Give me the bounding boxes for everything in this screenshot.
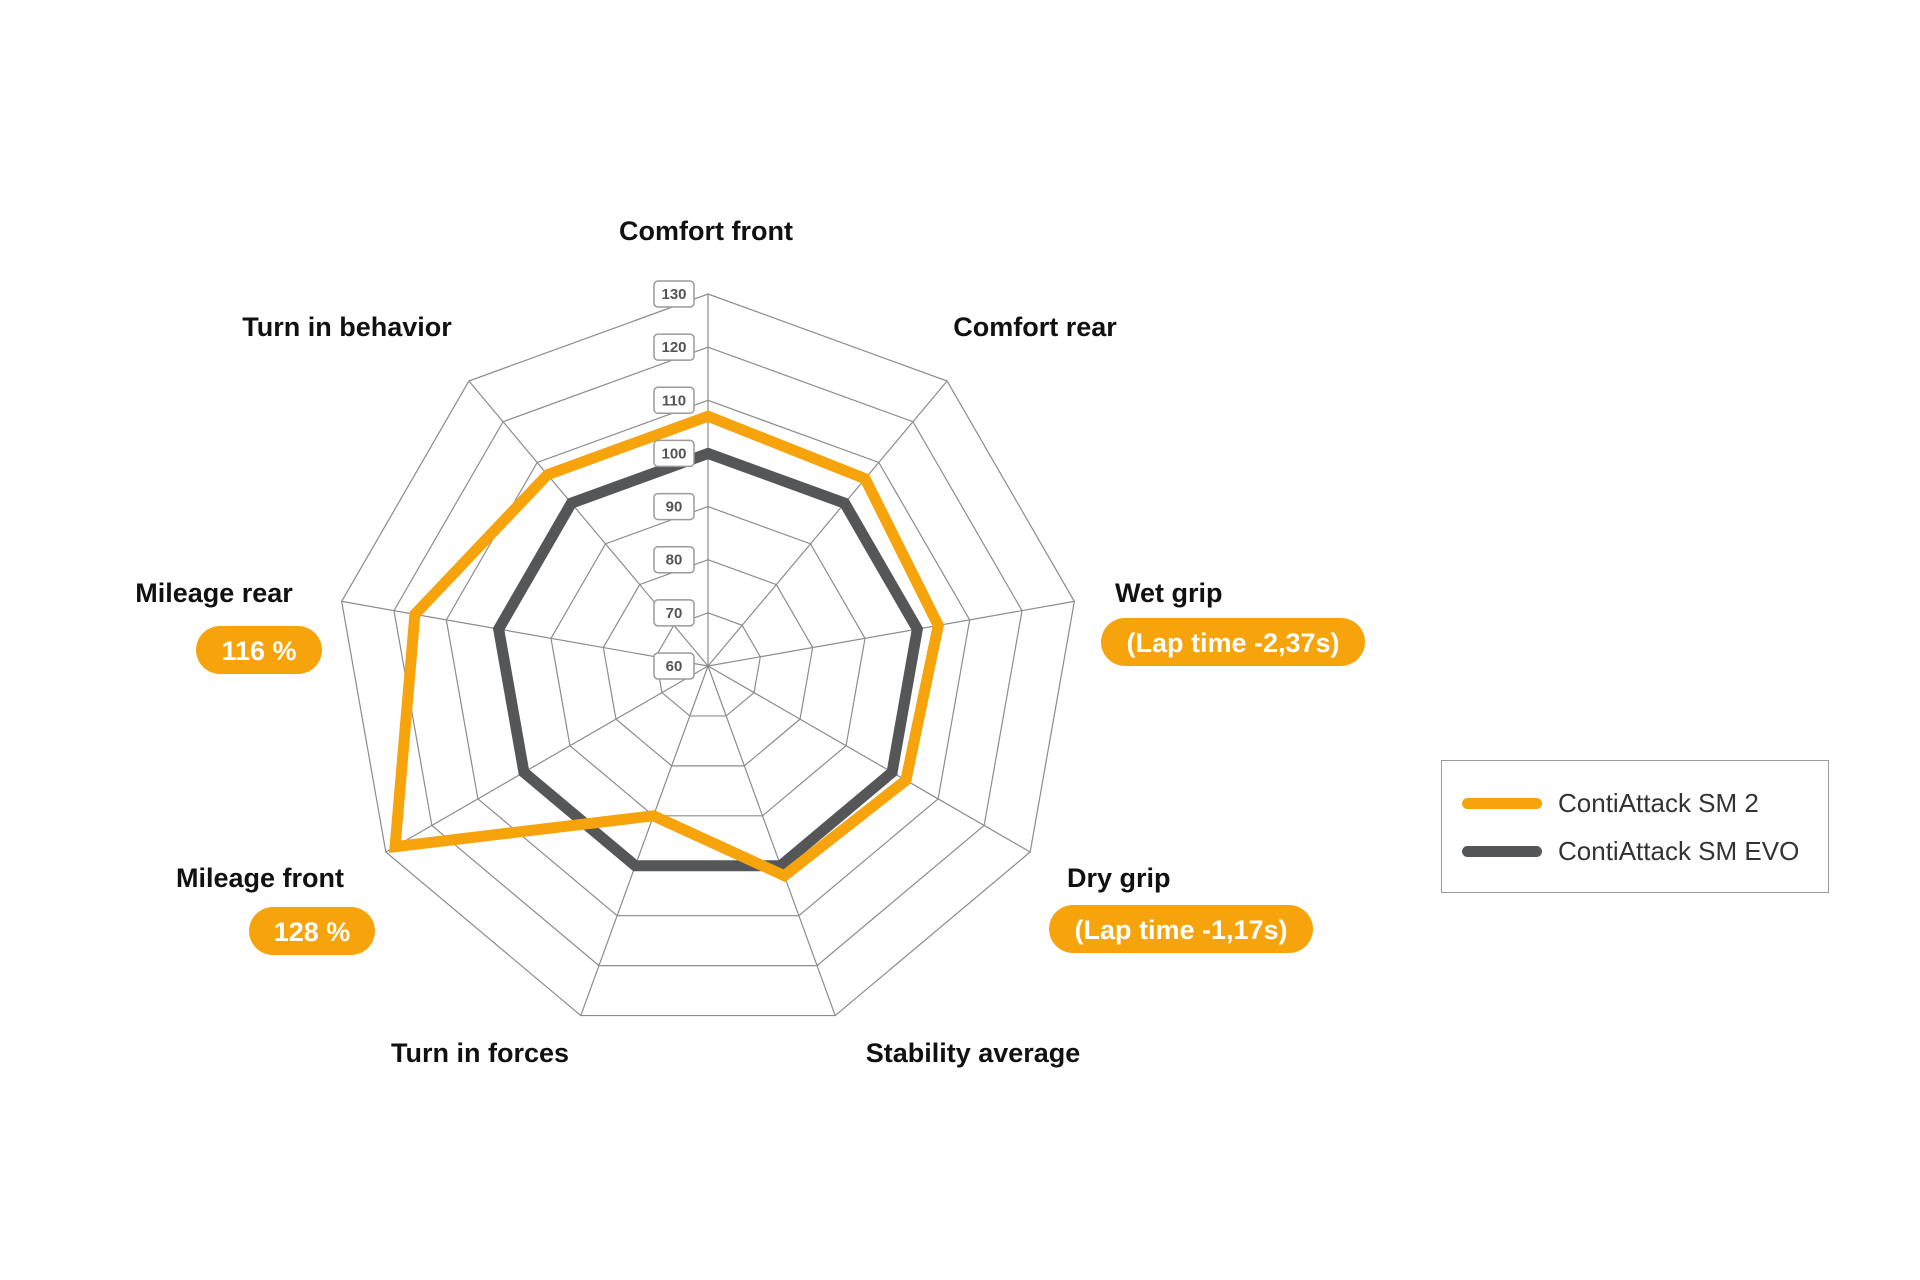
axis-label-mileage-rear: Mileage rear [135,578,293,608]
grid-ring-120 [393,346,1023,967]
spoke-mileage-rear [341,600,709,667]
radar-grid [341,293,1075,1017]
tick-box-100 [653,439,695,468]
axis-label-mileage-front: Mileage front [176,863,344,893]
axis-label-comfort-front: Comfort front [619,216,793,246]
tick-label-80: 80 [666,552,683,569]
badge-mileage-rear [196,626,322,674]
tick-box-70 [653,599,695,627]
legend-item-conti-sm-evo: ContiAttack SM EVO [1462,831,1799,871]
series-line-contiattack-sm-2 [388,410,945,883]
spoke-stability-average [707,665,836,1016]
tick-label-130: 130 [661,286,686,303]
badge-text-mileage-front: 128 % [274,917,351,947]
tick-label-100: 100 [661,445,686,462]
spoke-wet-grip [707,600,1075,667]
legend-label-conti-sm-evo: ContiAttack SM EVO [1558,835,1800,866]
grid-ring-80 [602,559,814,767]
badge-dry-grip [1049,905,1313,953]
badge-text-dry-grip: (Lap time -1,17s) [1074,915,1287,945]
axis-label-comfort-rear: Comfort rear [953,312,1117,342]
legend: ContiAttack SM 2 ContiAttack SM EVO [1441,760,1829,893]
axis-label-turn-in-behavior: Turn in behavior [242,312,452,342]
tick-label-120: 120 [661,339,686,356]
legend-swatch-conti-sm-evo [1462,845,1542,857]
spoke-dry-grip [707,665,1031,853]
axis-label-turn-in-forces: Turn in forces [391,1038,569,1068]
grid-ring-130 [341,293,1075,1017]
badge-mileage-front [249,907,375,955]
tick-label-70: 70 [666,605,683,622]
badge-text-mileage-rear: 116 % [221,636,296,666]
tick-box-120 [653,333,695,361]
tick-box-130 [653,280,695,308]
tick-box-90 [653,492,695,521]
axis-label-stability-average: Stability average [866,1038,1081,1068]
tick-box-60 [653,652,695,680]
tick-label-110: 110 [662,392,686,409]
legend-label-conti-sm2: ContiAttack SM 2 [1558,787,1759,818]
legend-swatch-conti-sm2 [1462,797,1542,809]
legend-item-conti-sm2: ContiAttack SM 2 [1462,783,1759,823]
tick-box-110 [653,386,695,415]
tick-box-80 [653,545,695,574]
grid-ring-90 [550,505,866,817]
spoke-mileage-front [385,665,709,853]
series-line-contiattack-sm-evo [492,447,924,872]
axis-label-wet-grip: Wet grip [1115,578,1223,608]
badge-text-wet-grip: (Lap time -2,37s) [1126,628,1339,658]
series-layer [388,410,945,883]
spoke-comfort-rear [707,380,948,667]
tick-label-90: 90 [666,499,683,516]
annotation-badges: (Lap time -2,37s) (Lap time -1,17s) 128 % 1… [196,618,1365,955]
tick-labels: 60 70 80 90 100 110 120 130 [653,280,695,680]
axis-label-dry-grip: Dry grip [1067,863,1171,893]
spoke-turn-in-forces [580,665,709,1016]
grid-ring-70 [655,612,761,717]
tick-label-60: 60 [666,658,683,675]
badge-wet-grip [1101,618,1365,666]
